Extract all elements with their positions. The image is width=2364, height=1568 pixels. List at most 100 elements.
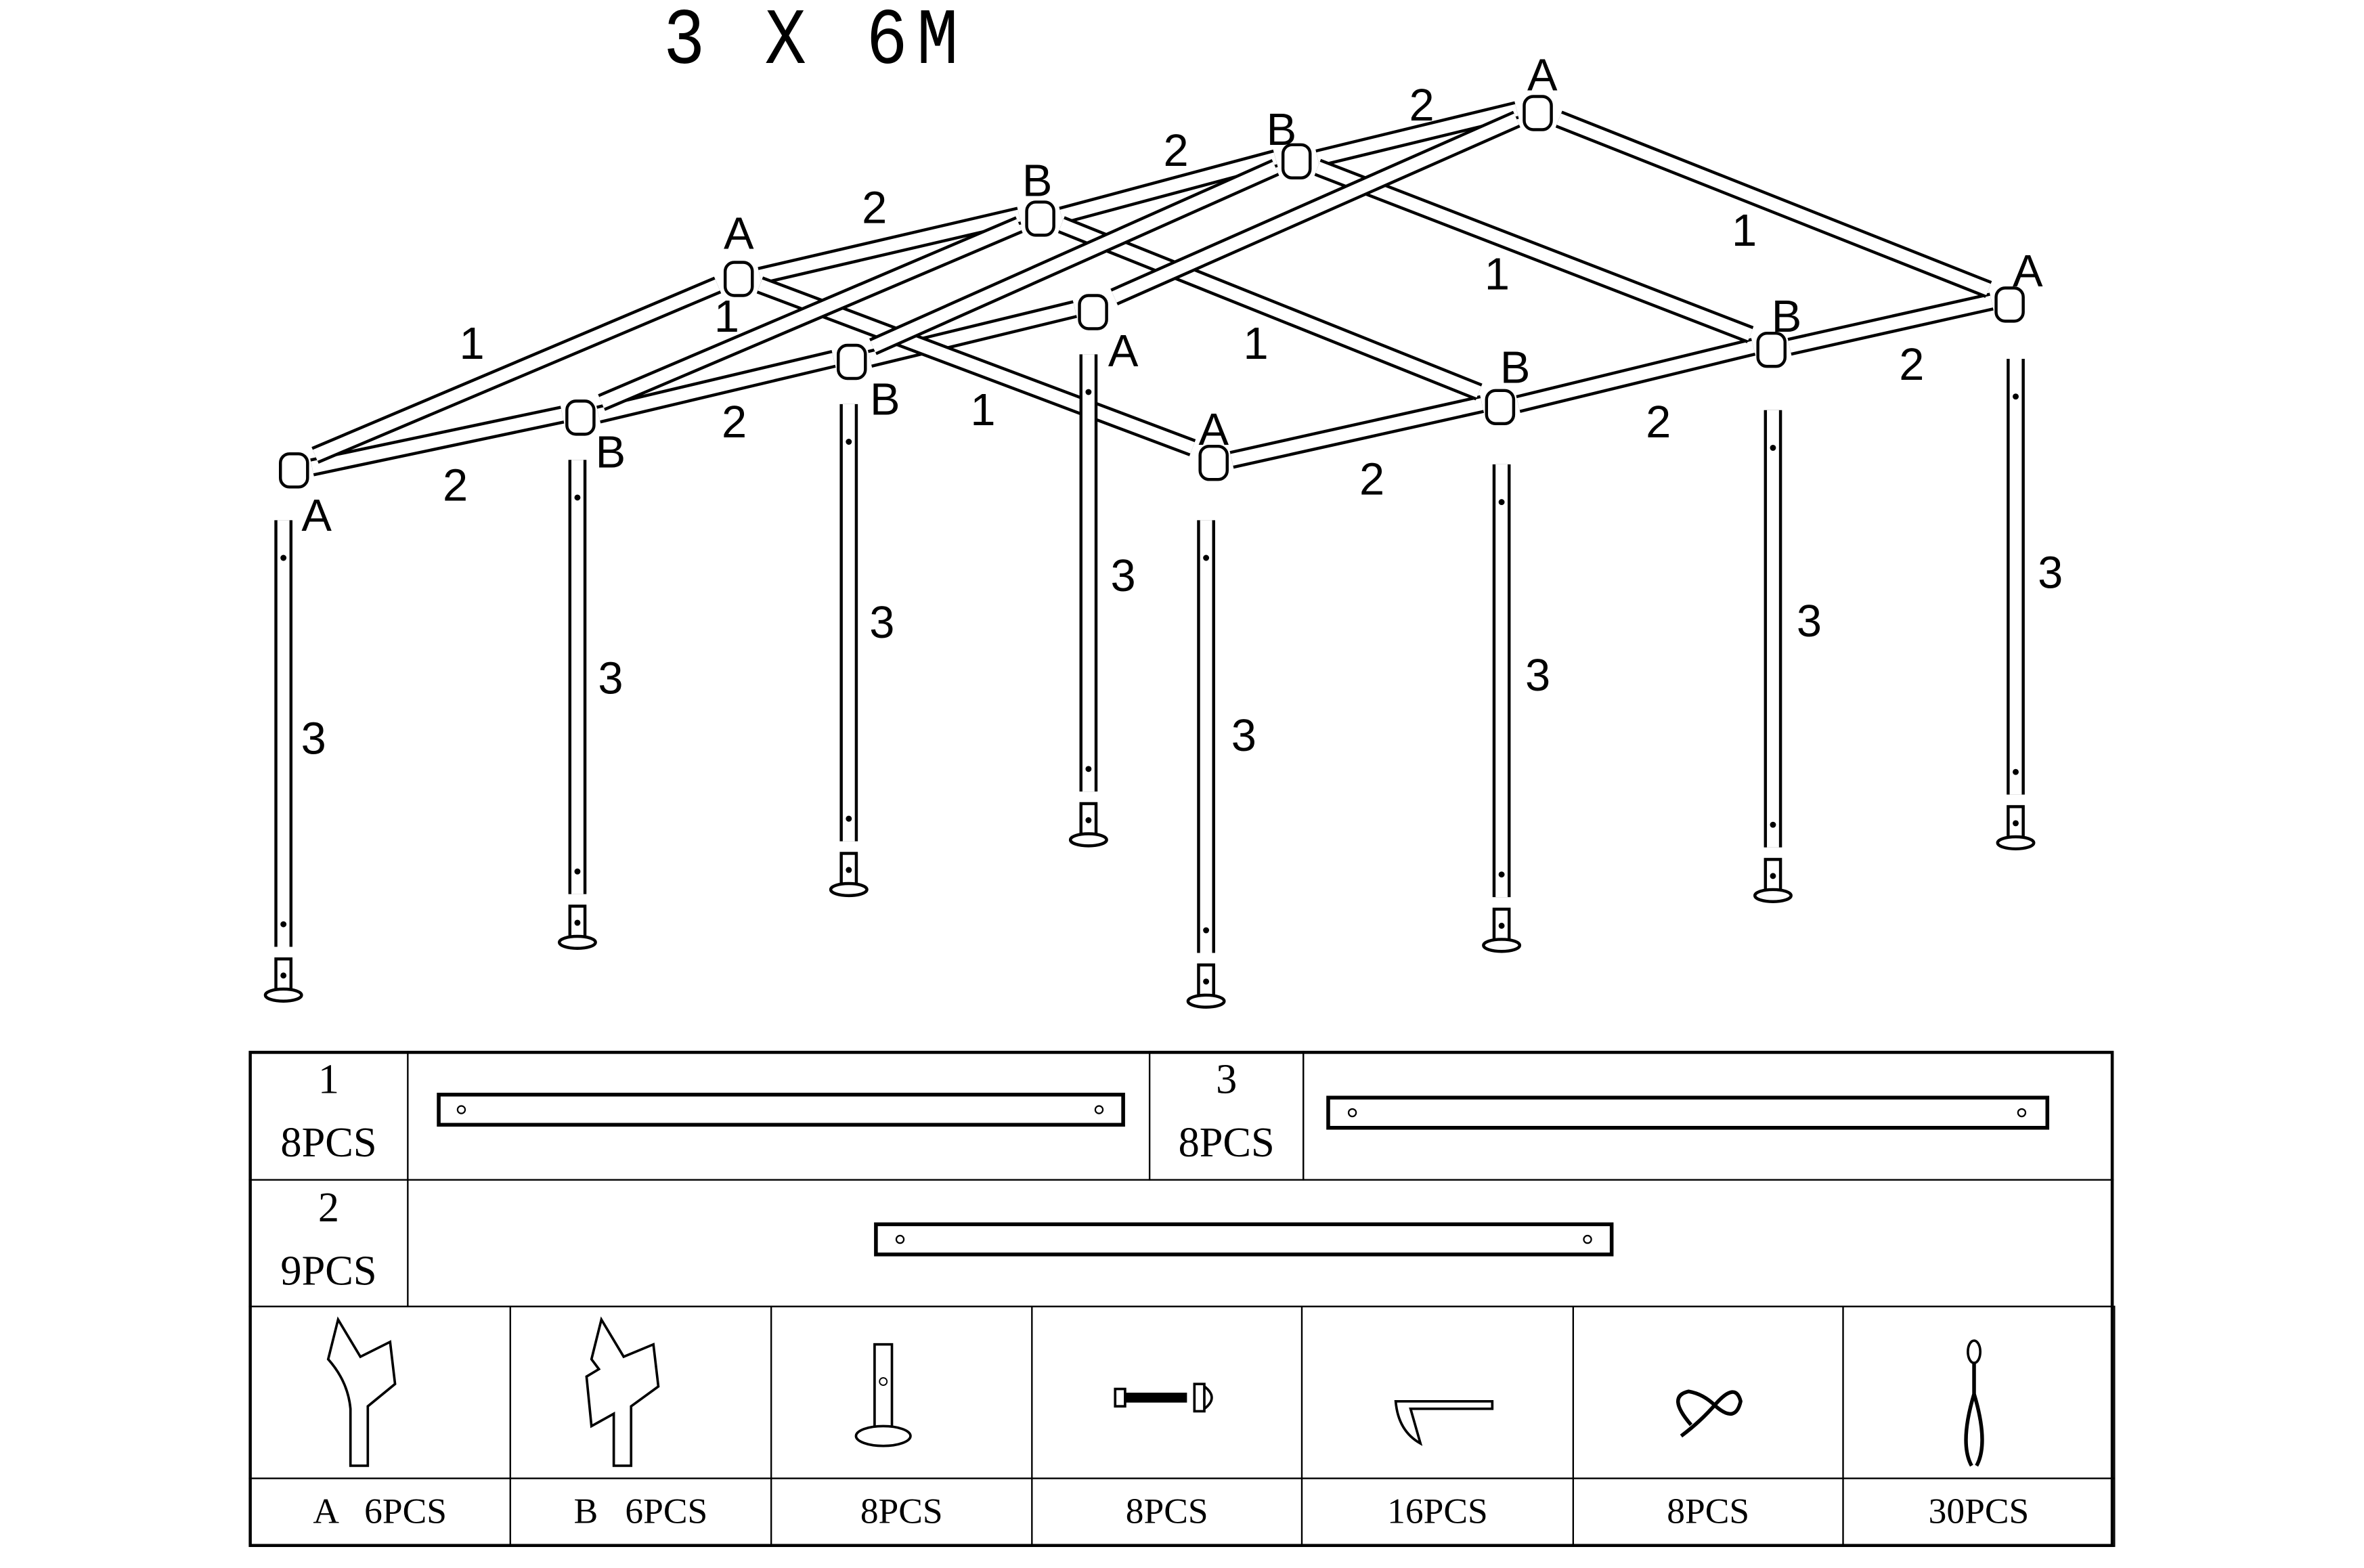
foot-plate-icon xyxy=(1753,858,1793,903)
pole-1-image-cell xyxy=(407,1051,1151,1181)
part-id: 3 xyxy=(1216,1057,1238,1104)
foot-plate-icon xyxy=(1068,802,1108,848)
fitting-qty: 30PCS xyxy=(1928,1492,2030,1532)
rafter-pole-1 xyxy=(1314,158,1754,343)
stake-icon xyxy=(1394,1400,1494,1446)
frame-part-label: 3 xyxy=(869,598,894,648)
frame-part-label: A xyxy=(1108,326,1139,376)
pole-2-icon xyxy=(874,1222,1614,1257)
frame-part-label: 2 xyxy=(443,460,468,510)
ridge-pole-2 xyxy=(1315,101,1519,167)
frame-part-label: 2 xyxy=(1409,81,1434,131)
fitting-image-cell xyxy=(1572,1305,1844,1479)
frame-part-label: 2 xyxy=(862,183,887,234)
frame-part-label: A xyxy=(724,209,754,259)
eave-pole-2 xyxy=(867,300,1078,368)
frame-part-label: B xyxy=(1267,105,1297,155)
fitting-qty-cell: A 6PCS xyxy=(248,1477,511,1547)
fitting-qty: 8PCS xyxy=(1667,1492,1750,1532)
frame-part-label: B xyxy=(596,427,626,477)
connector-icon xyxy=(1281,143,1312,180)
frame-part-label: 1 xyxy=(1244,319,1269,369)
rafter-pole-1 xyxy=(1555,110,1992,299)
pole-3-icon xyxy=(1326,1095,2050,1130)
frame-part-label: B xyxy=(1022,156,1053,206)
frame-part-label: 3 xyxy=(1231,711,1256,761)
connector-icon xyxy=(1994,286,2025,323)
frame-part-label: 1 xyxy=(714,292,739,342)
frame-part-label: A xyxy=(2013,246,2043,297)
fitting-qty: A 6PCS xyxy=(313,1492,447,1532)
frame-part-label: A xyxy=(1198,405,1229,455)
eave-pole-2 xyxy=(1516,338,1756,413)
connector-icon xyxy=(1025,200,1055,237)
rafter-pole-1 xyxy=(598,216,1023,411)
connector-icon xyxy=(1198,444,1229,481)
fitting-image-cell xyxy=(1300,1305,1574,1479)
rafter-pole-1 xyxy=(311,276,722,464)
fitting-image-cell xyxy=(248,1305,511,1479)
fitting-qty-cell: 16PCS xyxy=(1300,1477,1574,1547)
fitting-qty: 16PCS xyxy=(1387,1492,1488,1532)
frame-part-label: 1 xyxy=(970,385,995,435)
frame-part-label: B xyxy=(1772,292,1802,342)
connector-b-icon xyxy=(585,1316,660,1467)
frame-part-label: 2 xyxy=(1899,340,1924,390)
frame-part-label: 3 xyxy=(1111,551,1136,601)
frame-part-label: 2 xyxy=(722,397,747,448)
connector-icon xyxy=(1485,389,1516,426)
frame-part-label: 1 xyxy=(1732,206,1757,256)
eave-pole-2 xyxy=(596,350,836,424)
fitting-qty-cell: 8PCS xyxy=(1572,1477,1844,1547)
connector-icon xyxy=(836,343,867,380)
pole-2-image-cell xyxy=(407,1179,2114,1307)
frame-part-label: 3 xyxy=(1525,651,1550,701)
fitting-qty-cell: 30PCS xyxy=(1842,1477,2116,1547)
part-qty: 9PCS xyxy=(280,1248,377,1295)
pole-1-icon xyxy=(437,1093,1125,1127)
part-id: 1 xyxy=(318,1057,340,1104)
fitting-image-cell xyxy=(1031,1305,1303,1479)
frame-part-label: 3 xyxy=(301,714,326,764)
connector-icon xyxy=(1523,95,1553,131)
eave-pole-2 xyxy=(310,406,565,477)
ridge-pole-2 xyxy=(1059,149,1278,225)
fitting-qty-cell: 8PCS xyxy=(1031,1477,1303,1547)
connector-icon xyxy=(1078,294,1108,330)
fitting-image-cell xyxy=(509,1305,772,1479)
page-title: 3 X 6M xyxy=(663,0,967,87)
part-qty: 8PCS xyxy=(1178,1120,1275,1167)
bolt-nut-icon xyxy=(1114,1382,1213,1413)
fitting-qty: 8PCS xyxy=(1125,1492,1208,1532)
pole-3-image-cell xyxy=(1303,1051,2114,1181)
ball-bungee-icon xyxy=(1964,1339,1984,1467)
fitting-qty-cell: B 6PCS xyxy=(509,1477,772,1547)
rafter-pole-1 xyxy=(1110,110,1520,305)
foot-plate-icon xyxy=(829,852,869,898)
fitting-qty-cell: 8PCS xyxy=(770,1477,1033,1547)
frame-part-label: B xyxy=(1500,343,1531,393)
frame-part-label: 1 xyxy=(1485,250,1510,300)
fitting-image-cell xyxy=(1842,1305,2116,1479)
foot-plate-icon xyxy=(854,1343,912,1447)
connector-icon xyxy=(1756,331,1787,368)
part-2-cell: 2 9PCS xyxy=(248,1179,409,1307)
foot-plate-icon xyxy=(1482,907,1522,953)
fitting-qty: B 6PCS xyxy=(573,1492,708,1532)
eave-pole-2 xyxy=(1787,292,1994,356)
frame-part-label: 3 xyxy=(598,653,623,703)
foot-plate-icon xyxy=(1186,963,1226,1009)
fitting-qty: 8PCS xyxy=(860,1492,943,1532)
connector-icon xyxy=(723,261,754,297)
frame-part-label: 3 xyxy=(1797,596,1822,647)
frame-part-label: A xyxy=(301,491,332,541)
connector-icon xyxy=(278,452,309,489)
fitting-image-cell xyxy=(770,1305,1033,1479)
part-id: 2 xyxy=(318,1185,340,1232)
foot-plate-icon xyxy=(1996,805,2036,851)
part-qty: 8PCS xyxy=(280,1120,377,1167)
frame-part-label: B xyxy=(870,374,900,424)
foot-plate-icon xyxy=(557,905,597,951)
